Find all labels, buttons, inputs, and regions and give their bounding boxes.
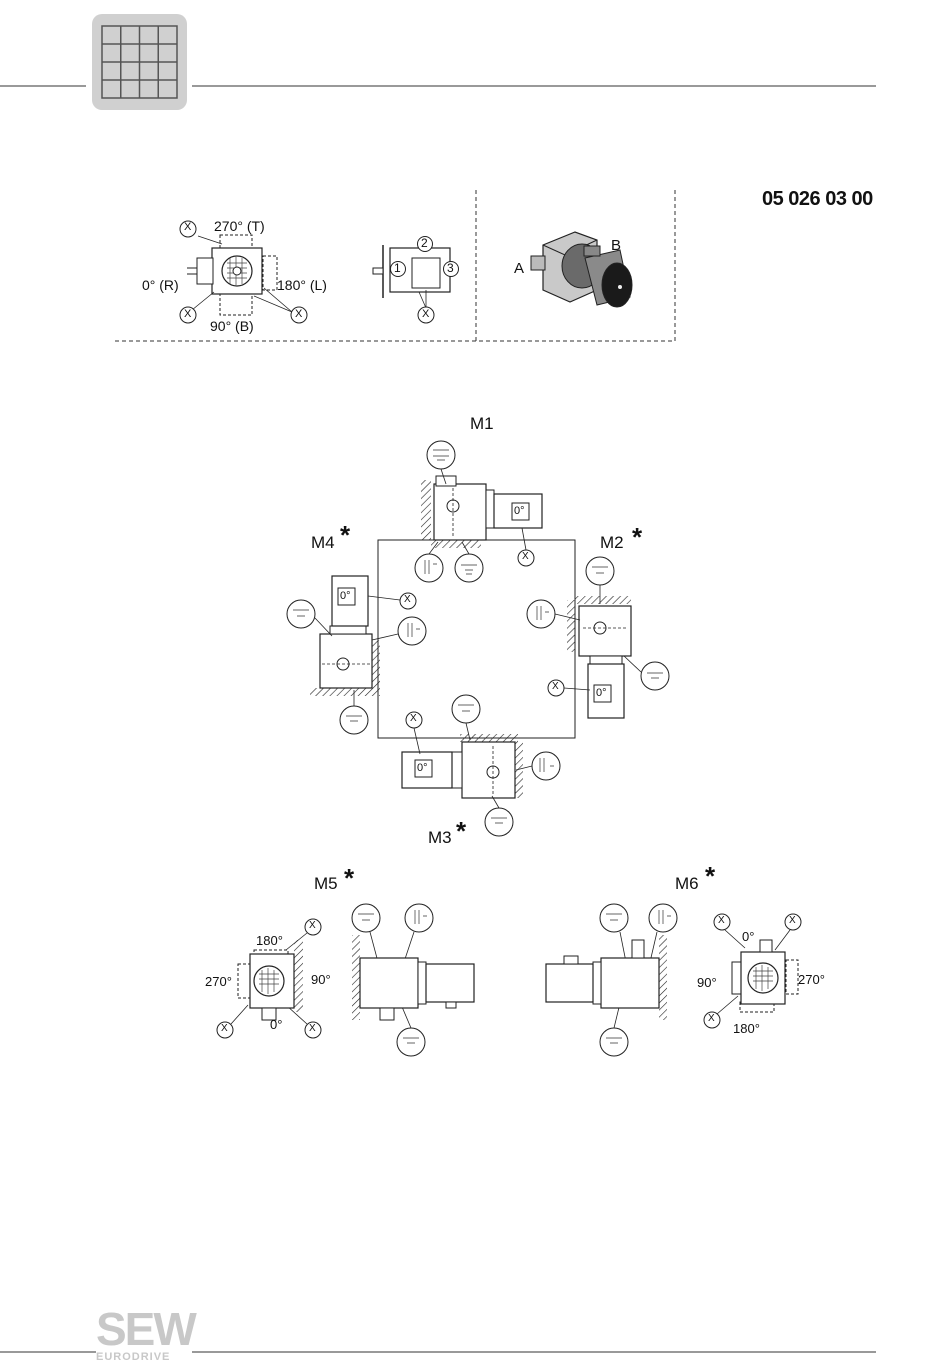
position-2-label: 1 — [394, 261, 401, 275]
m3-terminal-box-angle: 0° — [417, 762, 428, 774]
legend-x-marker: X — [422, 308, 429, 320]
m5-angle-bottom: 0° — [270, 1017, 282, 1032]
x-marker: X — [309, 1023, 316, 1034]
m6-angle-bottom: 180° — [733, 1021, 760, 1036]
sew-eurodrive-logo: SEW EURODRIVE — [96, 1306, 195, 1363]
m1-terminal-box-angle: 0° — [514, 505, 525, 517]
m4-label: M4 — [311, 533, 335, 553]
m6-star: * — [705, 861, 715, 892]
legend-right-label: 180° (L) — [277, 277, 327, 293]
legend-bottom-label: 90° (B) — [210, 318, 254, 334]
x-marker: X — [552, 681, 559, 692]
legend-x-marker: X — [184, 221, 191, 233]
m6-angle-top: 0° — [742, 929, 754, 944]
m2-label: M2 — [600, 533, 624, 553]
m2-terminal-box-angle: 0° — [596, 687, 607, 699]
m6-angle-left: 90° — [697, 975, 717, 990]
m3-star: * — [456, 816, 466, 847]
grid-table-icon — [92, 14, 187, 110]
x-marker: X — [221, 1023, 228, 1034]
m2-drawing — [567, 596, 631, 718]
m1-label: M1 — [470, 414, 494, 434]
side-b-label: B — [611, 237, 621, 254]
m5-angle-left: 270° — [205, 974, 232, 989]
m4-terminal-box-angle: 0° — [340, 590, 351, 602]
m3-label: M3 — [428, 828, 452, 848]
legend-x-marker: X — [184, 308, 191, 320]
side-a-label: A — [514, 260, 524, 277]
legend-left-label: 0° (R) — [142, 277, 179, 293]
m5-end-view — [238, 940, 303, 1020]
m6-angle-right: 270° — [798, 972, 825, 987]
x-marker: X — [404, 594, 411, 605]
x-marker: X — [309, 920, 316, 931]
x-marker: X — [410, 713, 417, 724]
position-1-label: 2 — [421, 236, 428, 250]
m2-star: * — [632, 522, 642, 553]
m4-star: * — [340, 520, 350, 551]
document-number: 05 026 03 00 — [762, 188, 873, 211]
x-marker: X — [708, 1013, 715, 1024]
m6-label: M6 — [675, 874, 699, 894]
position-3-label: 3 — [447, 261, 454, 275]
m5-label: M5 — [314, 874, 338, 894]
legend-x-marker: X — [295, 308, 302, 320]
m5-side-view — [352, 935, 474, 1020]
m6-side-view — [546, 935, 667, 1020]
m5-angle-right: 90° — [311, 972, 331, 987]
position-number-legend — [373, 237, 459, 324]
m5-angle-top: 180° — [256, 933, 283, 948]
legend-top-label: 270° (T) — [214, 218, 265, 234]
m5-star: * — [344, 863, 354, 894]
x-marker: X — [718, 915, 725, 926]
logo-main-text: SEW — [96, 1306, 195, 1352]
x-marker: X — [522, 551, 529, 562]
terminal-box-angle-legend — [180, 221, 307, 323]
x-marker: X — [789, 915, 796, 926]
m6-end-view — [732, 940, 798, 1012]
